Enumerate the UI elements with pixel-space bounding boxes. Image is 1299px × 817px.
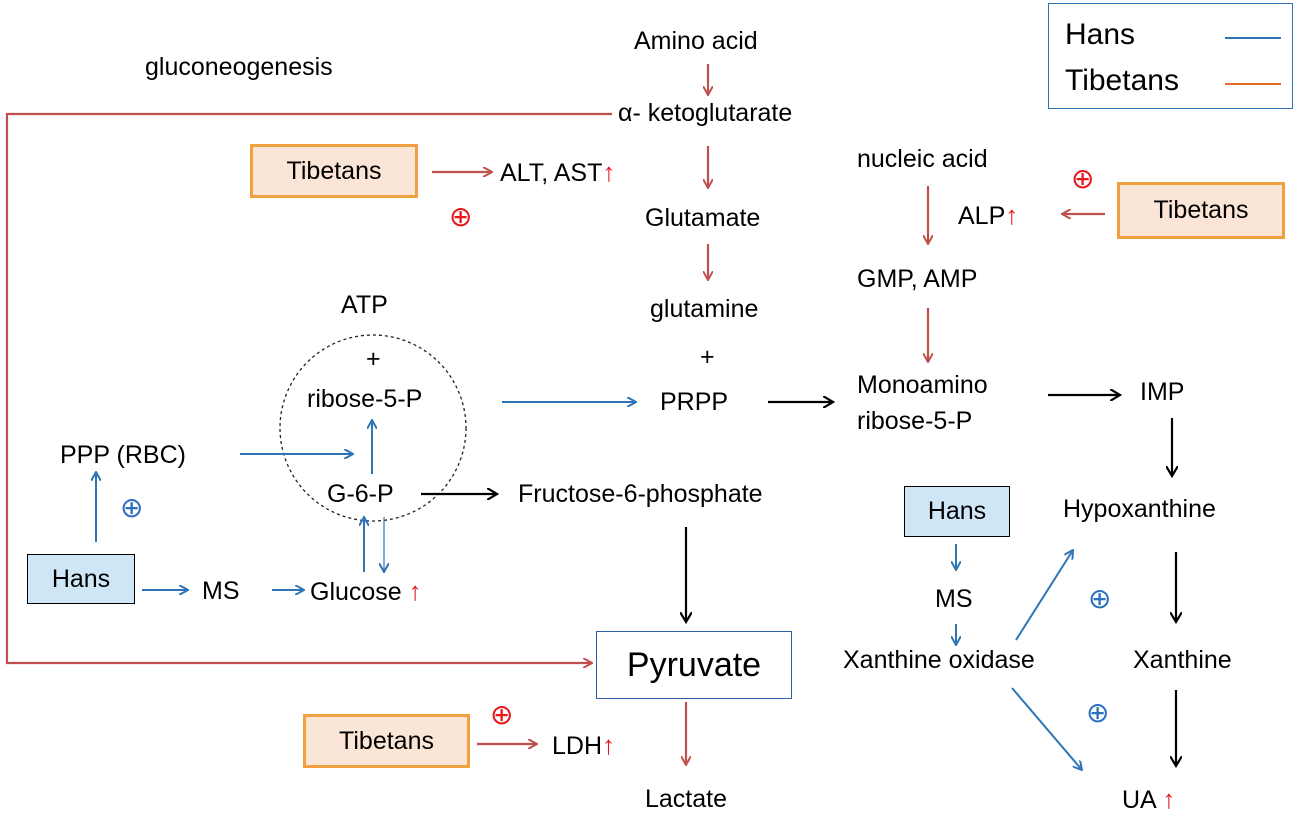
legend-hans-swatch — [1225, 37, 1281, 39]
tibetans-box-altast: Tibetans — [250, 144, 418, 198]
alt-ast-increase-icon: ↑ — [602, 157, 616, 187]
label-hypoxanthine: Hypoxanthine — [1063, 495, 1216, 523]
gluconeogenesis-line — [5, 112, 612, 663]
promote-icon-ldh: ⊕ — [490, 699, 514, 730]
alp-increase-icon: ↑ — [1005, 200, 1019, 230]
label-prpp: PRPP — [660, 388, 729, 416]
hans-box-left: Hans — [27, 554, 135, 604]
label-ldh: LDH↑ — [552, 730, 615, 761]
alt-ast-text: ALT, AST — [500, 159, 603, 187]
tibetans-box-alp: Tibetans — [1117, 182, 1285, 239]
legend-tibetans-swatch — [1225, 83, 1281, 85]
label-alt-ast: ALT, AST↑ — [500, 157, 615, 188]
label-gluconeogenesis: gluconeogenesis — [145, 53, 333, 81]
label-monoamino: Monoamino — [857, 371, 988, 399]
ua-increase-icon: ↑ — [1162, 784, 1176, 814]
label-alpha-ketoglutarate: α- ketoglutarate — [618, 99, 793, 127]
label-ppp-rbc: PPP (RBC) — [60, 441, 186, 469]
alp-text: ALP — [958, 202, 1006, 230]
hans-box-right: Hans — [904, 486, 1010, 537]
promote-icon-ua: ⊕ — [1086, 697, 1110, 728]
promote-icon-alp: ⊕ — [1071, 163, 1095, 194]
arrow-xo-to-hypoxanthine — [1015, 550, 1073, 641]
label-atp: ATP — [341, 291, 388, 319]
label-plus-atp: + — [366, 345, 381, 373]
label-glutamine: glutamine — [650, 295, 759, 323]
label-xanthine-oxidase: Xanthine oxidase — [843, 646, 1035, 674]
label-lactate: Lactate — [645, 785, 728, 813]
pyruvate-box: Pyruvate — [596, 631, 792, 699]
label-ms-right: MS — [935, 585, 973, 613]
glucose-increase-icon: ↑ — [408, 576, 422, 606]
promote-icon-hypoxanthine: ⊕ — [1088, 583, 1112, 614]
label-glutamate: Glutamate — [645, 204, 761, 232]
legend-tibetans-label: Tibetans — [1065, 64, 1179, 97]
promote-icon-ppp: ⊕ — [120, 492, 144, 523]
ldh-text: LDH — [552, 732, 603, 760]
label-alp: ALP↑ — [958, 200, 1018, 231]
label-nucleic-acid: nucleic acid — [857, 145, 988, 173]
tibetans-box-ldh: Tibetans — [303, 714, 470, 768]
label-ua: UA ↑ — [1122, 784, 1175, 815]
atp-pool-circle — [279, 334, 467, 522]
arrow-xo-to-ua — [1011, 687, 1082, 770]
label-ms-left: MS — [202, 577, 240, 605]
ua-text: UA — [1122, 786, 1156, 814]
label-glucose: Glucose ↑ — [310, 576, 422, 607]
glucose-text: Glucose — [310, 578, 402, 606]
promote-icon-altast: ⊕ — [449, 201, 473, 232]
label-gmp-amp: GMP, AMP — [857, 265, 978, 293]
legend-hans-label: Hans — [1065, 18, 1136, 51]
label-fructose-6-phosphate: Fructose-6-phosphate — [518, 480, 763, 508]
ldh-increase-icon: ↑ — [602, 730, 616, 760]
label-ribose-5-p: ribose-5-P — [307, 385, 423, 413]
legend: Hans Tibetans — [1048, 3, 1293, 109]
label-imp: IMP — [1140, 378, 1185, 406]
label-xanthine: Xanthine — [1133, 646, 1232, 674]
label-plus-glutamine: + — [700, 343, 715, 371]
label-monoamino-ribose: ribose-5-P — [857, 407, 973, 435]
label-g6p: G-6-P — [327, 480, 394, 508]
label-amino-acid: Amino acid — [634, 27, 758, 55]
